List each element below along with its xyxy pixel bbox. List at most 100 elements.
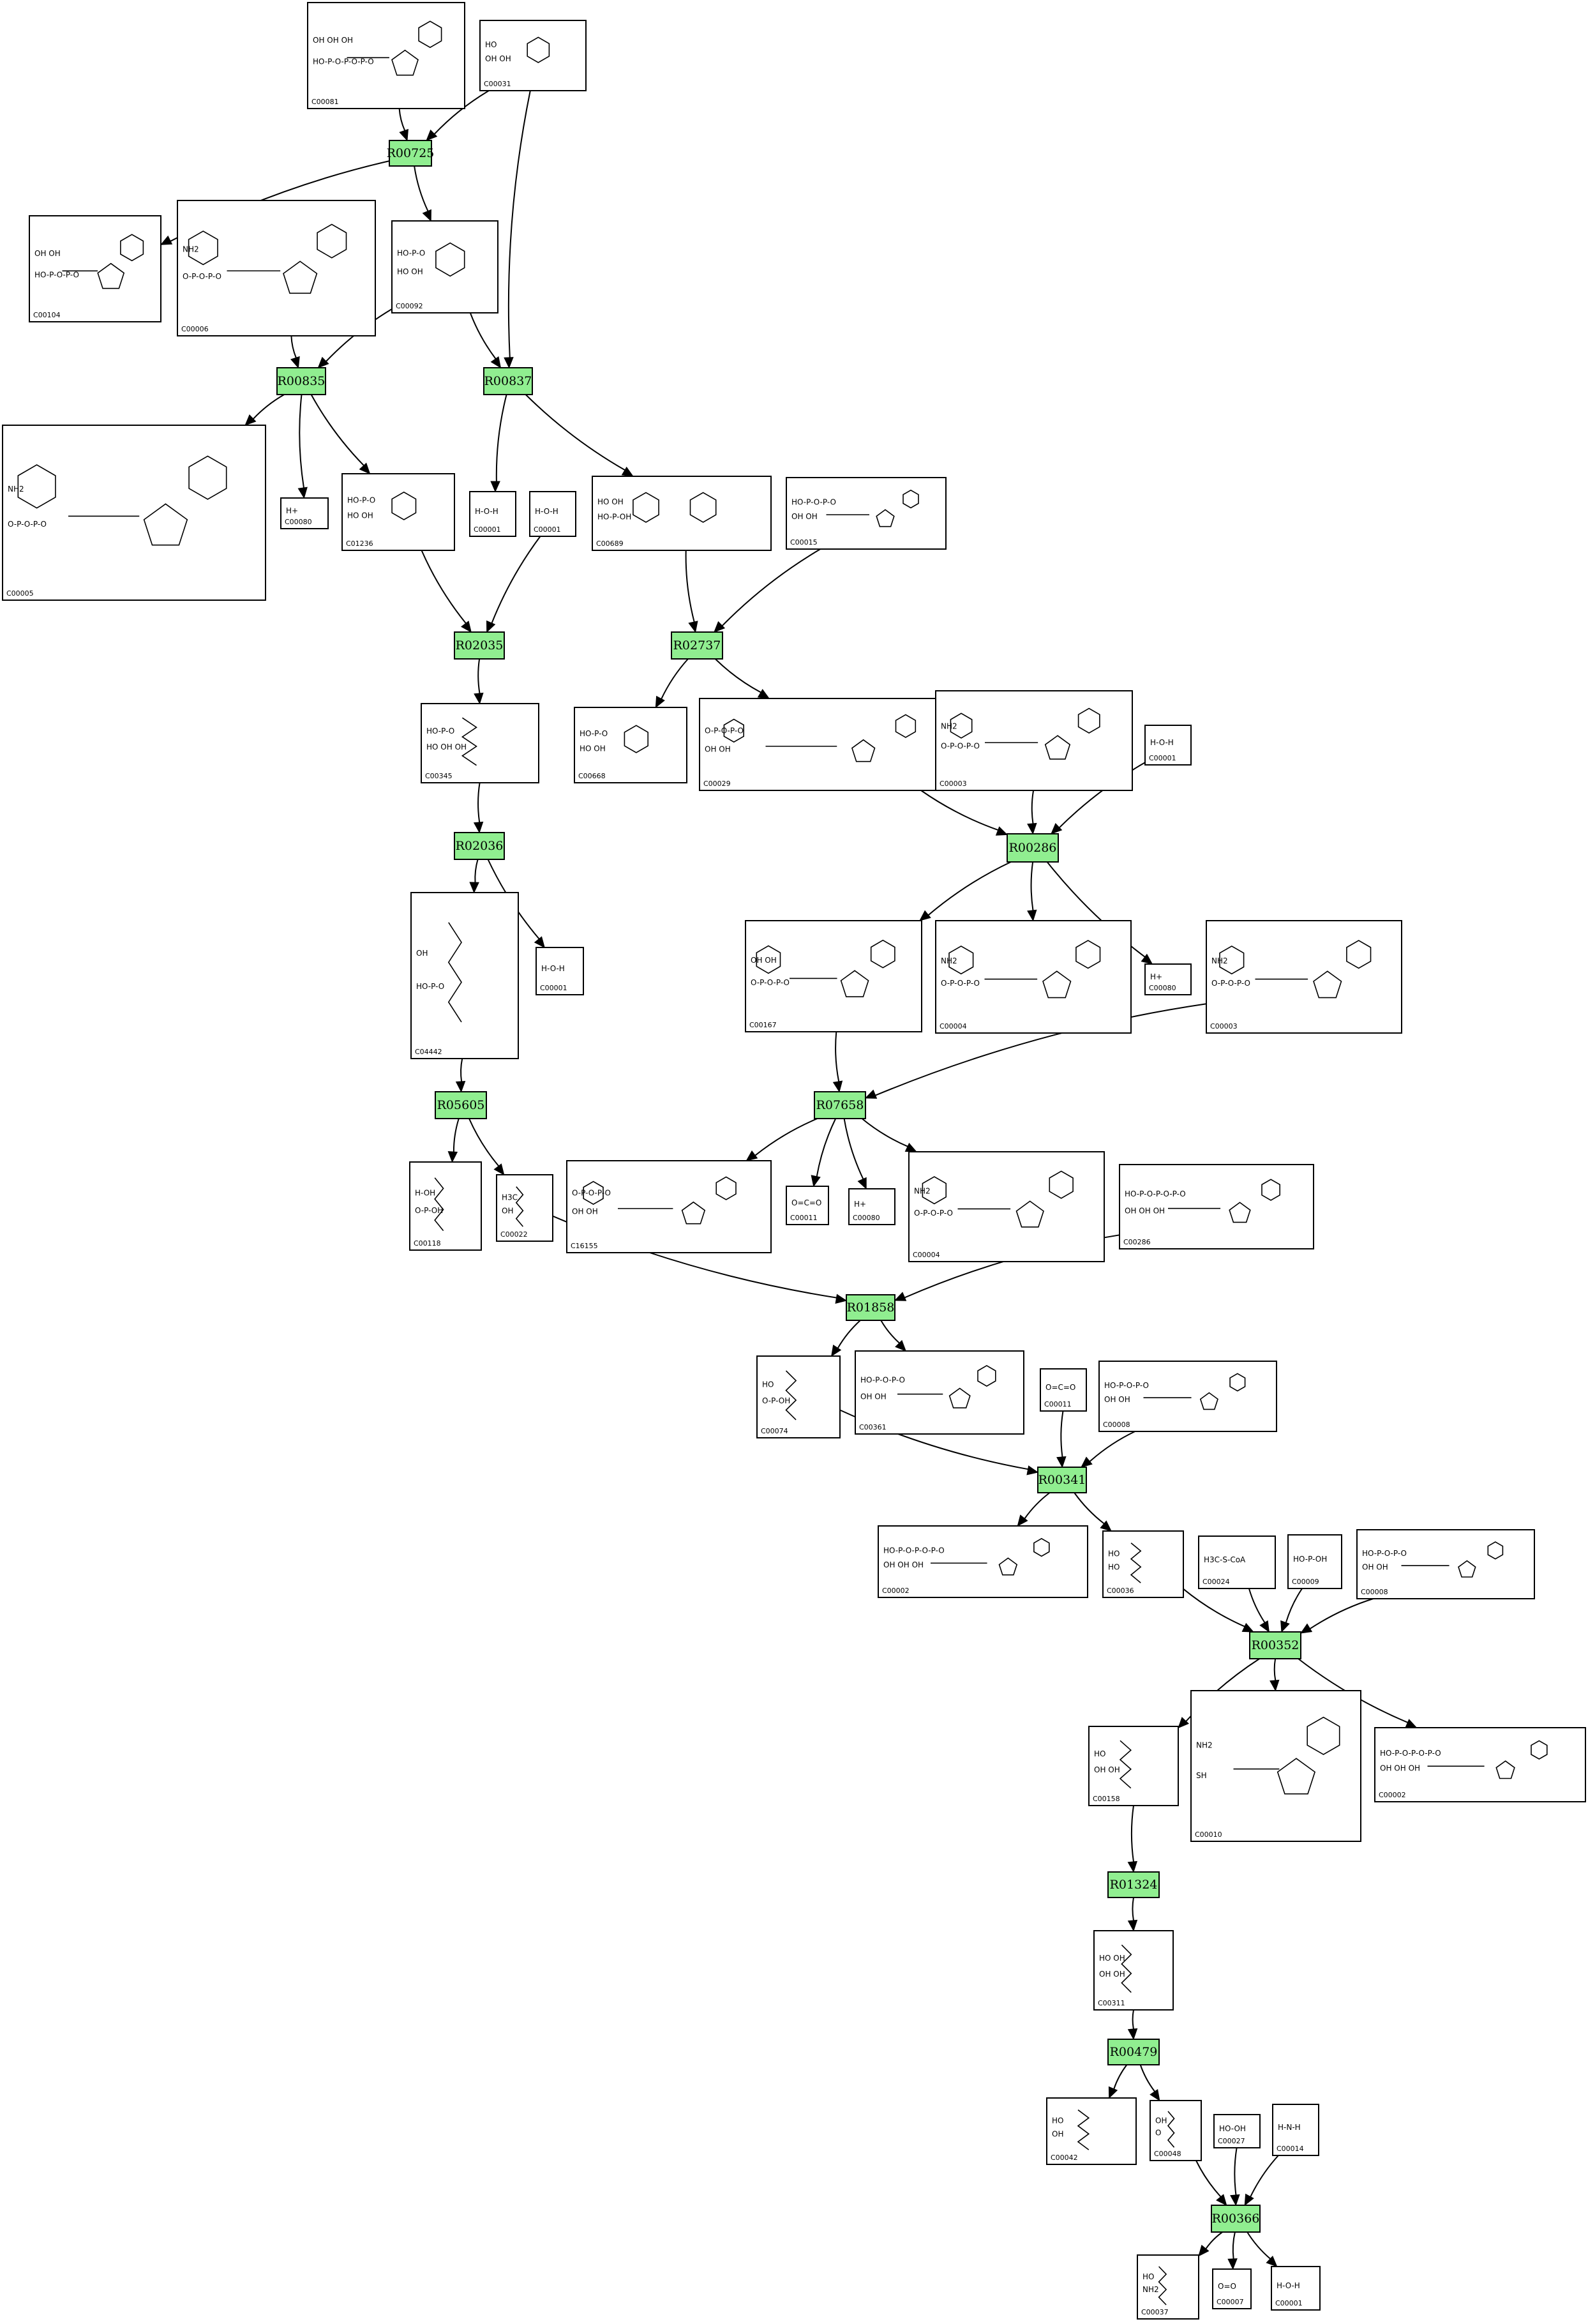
arrowhead bbox=[835, 1294, 848, 1304]
compound-box bbox=[1150, 2100, 1202, 2161]
reaction-node-R00286[interactable]: R00286 bbox=[1007, 833, 1059, 863]
formula-fragment: HO-P-O-P-O bbox=[34, 270, 79, 279]
compound-node-c00080c[interactable]: H+C00080 bbox=[848, 1188, 895, 1225]
edge-line bbox=[661, 658, 689, 700]
reaction-label: R02035 bbox=[456, 638, 504, 653]
edge-line bbox=[421, 550, 467, 624]
compound-box bbox=[878, 1525, 1088, 1598]
formula-fragment: HO-P-OH bbox=[1293, 1555, 1327, 1564]
formula-fragment: OH OH bbox=[1104, 1395, 1130, 1404]
compound-label: C00668 bbox=[578, 772, 606, 780]
compound-box bbox=[1144, 963, 1192, 995]
arrowhead bbox=[474, 692, 484, 705]
edge-R02036-c04442 bbox=[469, 859, 479, 894]
compound-box bbox=[409, 1161, 482, 1251]
formula-fragment: HO OH bbox=[347, 511, 373, 520]
reaction-node-R00479[interactable]: R00479 bbox=[1107, 2039, 1160, 2065]
reaction-node-R00341[interactable]: R00341 bbox=[1037, 1467, 1087, 1493]
compound-node-c00080a[interactable]: H+C00080 bbox=[280, 497, 329, 529]
reaction-node-R02737[interactable]: R02737 bbox=[671, 631, 723, 660]
arrowhead bbox=[1150, 2088, 1160, 2102]
reaction-node-R00366[interactable]: R00366 bbox=[1211, 2205, 1261, 2233]
edge-line bbox=[433, 90, 490, 135]
reaction-node-R00835[interactable]: R00835 bbox=[276, 367, 326, 395]
formula-fragment: HO-P-O-P-O bbox=[1104, 1381, 1149, 1390]
compound-node-c00080b[interactable]: H+C00080 bbox=[1144, 963, 1192, 995]
reaction-box bbox=[814, 1091, 866, 1119]
edge-line bbox=[1058, 762, 1146, 829]
formula-fragment: OH OH bbox=[485, 54, 511, 63]
reaction-node-R00725[interactable]: R00725 bbox=[387, 140, 435, 167]
edge-R00366-c00007 bbox=[1227, 2231, 1238, 2270]
reaction-node-R05605[interactable]: R05605 bbox=[435, 1091, 487, 1119]
reaction-box bbox=[1107, 1871, 1160, 1898]
structure-drawing bbox=[17, 455, 227, 546]
compound-label: C00036 bbox=[1107, 1587, 1134, 1595]
edge-c00014-R00366 bbox=[1244, 2155, 1279, 2207]
formula-fragment: O-P-O-P-O bbox=[183, 272, 221, 281]
edge-R00366-c00037 bbox=[1198, 2231, 1223, 2257]
arrowhead bbox=[688, 621, 698, 633]
reaction-node-R07658[interactable]: R07658 bbox=[814, 1091, 866, 1119]
edge-c00029-R00286 bbox=[920, 790, 1008, 836]
reaction-node-R02036[interactable]: R02036 bbox=[454, 832, 505, 860]
compound-box bbox=[745, 920, 922, 1032]
reaction-node-R01324[interactable]: R01324 bbox=[1107, 1871, 1160, 1898]
edge-line bbox=[685, 550, 695, 622]
reaction-node-R02035[interactable]: R02035 bbox=[454, 631, 505, 660]
reaction-node-R00352[interactable]: R00352 bbox=[1249, 1631, 1301, 1659]
reaction-node-R01858[interactable]: R01858 bbox=[846, 1294, 895, 1321]
reaction-node-R00837[interactable]: R00837 bbox=[483, 367, 533, 395]
formula-fragment: OH OH bbox=[34, 249, 61, 258]
arrowhead bbox=[621, 466, 634, 477]
compound-label: C00037 bbox=[1141, 2308, 1169, 2316]
